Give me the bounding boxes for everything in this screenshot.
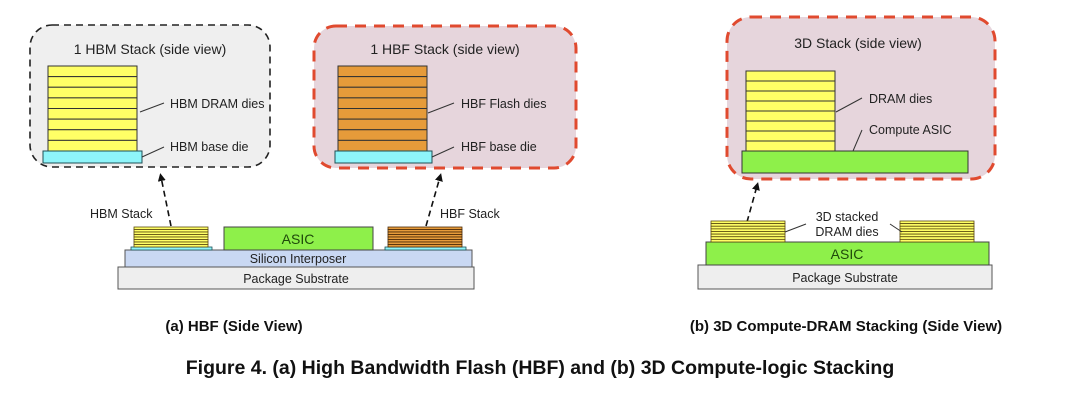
hbm-callout-arrow bbox=[157, 173, 172, 227]
dram-die-small bbox=[899, 238, 975, 243]
flash-die bbox=[337, 108, 428, 120]
panel-b: 3D Stack (side view) DRAM dies Compute A… bbox=[690, 15, 1002, 335]
asic-a bbox=[223, 226, 374, 251]
dram-die bbox=[745, 110, 836, 122]
dram-die bbox=[745, 120, 836, 132]
dram-die bbox=[47, 108, 138, 120]
dram-die bbox=[745, 140, 836, 152]
hbf-stack-package bbox=[387, 226, 463, 248]
dram-dies-3d bbox=[745, 70, 836, 152]
dram-die bbox=[47, 65, 138, 78]
asic-b-label: ASIC bbox=[831, 246, 864, 262]
asic-a-label: ASIC bbox=[282, 231, 315, 247]
hbm-callout-title: 1 HBM Stack (side view) bbox=[74, 41, 226, 57]
dram-die-small bbox=[710, 238, 786, 243]
leader-line bbox=[431, 146, 455, 158]
dram-dies-label: DRAM dies bbox=[869, 92, 932, 106]
panel-a-subtitle: (a) HBF (Side View) bbox=[165, 318, 302, 335]
compute-asic-label: Compute ASIC bbox=[869, 123, 952, 137]
leader-line bbox=[784, 223, 807, 233]
package-substrate-a-label: Package Substrate bbox=[243, 272, 349, 286]
hbm-dram-dies bbox=[47, 65, 138, 152]
panel-a: 1 HBM Stack (side view) HBM DRAM dies HB… bbox=[29, 24, 578, 335]
hbf-callout-arrow bbox=[425, 173, 443, 227]
flash-die bbox=[337, 97, 428, 109]
flash-die-small bbox=[387, 244, 463, 248]
3d-stack-callout-arrow bbox=[746, 182, 760, 223]
flash-die bbox=[337, 129, 428, 141]
leader-line bbox=[141, 146, 165, 158]
dram-die bbox=[47, 118, 138, 131]
hbf-flash-dies bbox=[337, 65, 428, 152]
3d-stacked-label-line1: 3D stacked bbox=[816, 210, 879, 224]
hbf-flash-dies-label: HBF Flash dies bbox=[461, 97, 546, 111]
panel-b-subtitle: (b) 3D Compute-DRAM Stacking (Side View) bbox=[690, 318, 1002, 335]
hbf-small-base bbox=[384, 246, 467, 251]
leader-line bbox=[835, 97, 863, 113]
hbm-small-base bbox=[130, 246, 213, 251]
dram-die bbox=[47, 129, 138, 141]
dram-die bbox=[745, 90, 836, 102]
3d-stack-callout-title: 3D Stack (side view) bbox=[794, 35, 922, 51]
hbm-base-die bbox=[42, 150, 143, 164]
dram-die-small bbox=[133, 244, 209, 248]
dram-die bbox=[745, 80, 836, 92]
silicon-interposer-label: Silicon Interposer bbox=[250, 252, 347, 266]
hbm-stack-package bbox=[133, 226, 209, 248]
flash-die bbox=[337, 76, 428, 88]
asic-b bbox=[705, 241, 990, 266]
figure-caption: Figure 4. (a) High Bandwidth Flash (HBF)… bbox=[186, 357, 895, 379]
dram-die bbox=[47, 86, 138, 99]
hbm-base-die-label: HBM base die bbox=[170, 140, 249, 154]
dram-die bbox=[47, 97, 138, 109]
leader-line bbox=[427, 102, 455, 114]
flash-die bbox=[337, 118, 428, 131]
dram-die bbox=[47, 139, 138, 152]
hbm-stack-label: HBM Stack bbox=[90, 207, 153, 221]
flash-die bbox=[337, 139, 428, 152]
dram-die bbox=[745, 70, 836, 82]
dram-die bbox=[745, 100, 836, 112]
flash-die bbox=[337, 86, 428, 99]
dram-die bbox=[47, 76, 138, 88]
compute-asic bbox=[741, 150, 969, 174]
flash-die bbox=[337, 65, 428, 78]
hbm-dram-dies-label: HBM DRAM dies bbox=[170, 97, 264, 111]
hbf-callout-title: 1 HBF Stack (side view) bbox=[370, 41, 519, 57]
package-substrate-b-label: Package Substrate bbox=[792, 271, 898, 285]
hbf-stack-callout: 1 HBF Stack (side view) HBF Flash dies H… bbox=[312, 24, 578, 170]
3d-stack-callout: 3D Stack (side view) DRAM dies Compute A… bbox=[725, 15, 997, 181]
package-substrate-b bbox=[697, 264, 993, 290]
leader-line bbox=[852, 129, 863, 152]
hbf-base-die-label: HBF base die bbox=[461, 140, 537, 154]
dram-die bbox=[745, 130, 836, 142]
3d-stacked-label-line2: DRAM dies bbox=[815, 225, 878, 239]
leader-line bbox=[889, 223, 903, 233]
dram-stack-left bbox=[710, 220, 786, 243]
dram-stack-right bbox=[899, 220, 975, 243]
hbm-stack-callout: 1 HBM Stack (side view) HBM DRAM dies HB… bbox=[29, 24, 271, 168]
leader-line bbox=[139, 102, 165, 113]
hbf-base-die bbox=[334, 150, 433, 164]
hbf-stack-label: HBF Stack bbox=[440, 207, 500, 221]
